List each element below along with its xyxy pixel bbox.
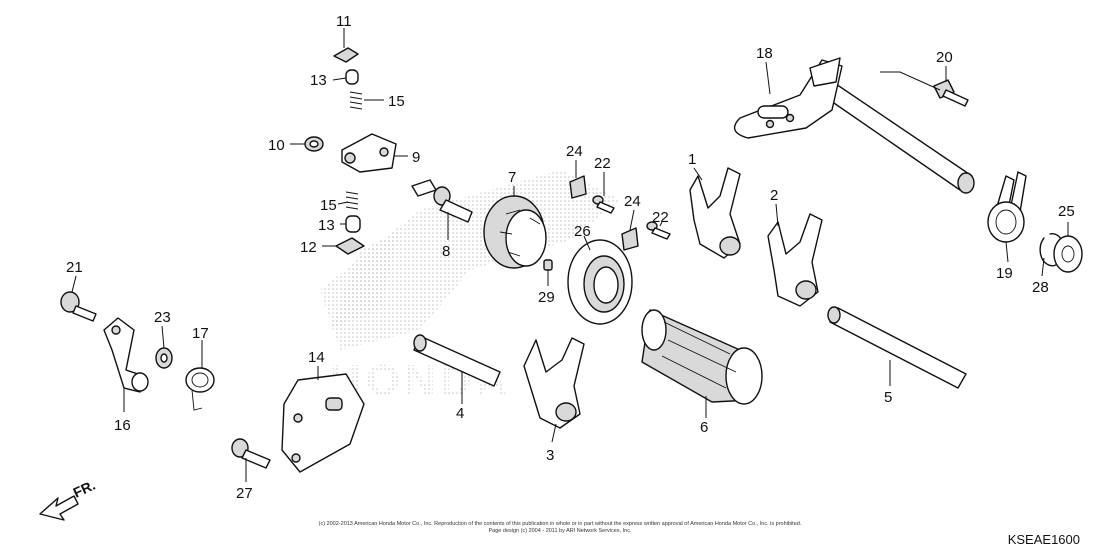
part-3-shift-fork[interactable] — [523, 337, 585, 429]
part-6-shift-drum[interactable] — [641, 309, 763, 405]
callout-29[interactable]: 29 — [538, 289, 555, 306]
callout-17[interactable]: 17 — [192, 325, 209, 342]
copyright-line-1: (c) 2002-2013 American Honda Motor Co., … — [318, 521, 802, 527]
callout-19[interactable]: 19 — [996, 265, 1013, 282]
front-label: FR. — [71, 477, 98, 501]
callout-23[interactable]: 23 — [154, 309, 171, 326]
part-8-pin-bolt[interactable] — [411, 179, 473, 223]
part-19-return-spring[interactable] — [987, 171, 1027, 243]
part-17-spring[interactable] — [185, 367, 215, 411]
callout-1[interactable]: 1 — [688, 151, 696, 168]
part-24-upper-washer[interactable] — [569, 175, 587, 199]
callout-22-upper[interactable]: 22 — [594, 155, 611, 172]
callout-5[interactable]: 5 — [884, 389, 892, 406]
part-2-shift-fork[interactable] — [767, 213, 823, 307]
part-22-lower-bolt[interactable] — [646, 221, 671, 240]
part-24-lower-washer[interactable] — [621, 227, 639, 251]
front-direction-arrow: FR. — [39, 477, 98, 521]
copyright-line-2: Page design (c) 2004 - 2011 by ARI Netwo… — [488, 527, 632, 534]
part-1-shift-fork[interactable] — [689, 167, 741, 259]
callout-22-lower[interactable]: 22 — [652, 209, 669, 226]
part-23-washer[interactable] — [155, 347, 173, 369]
part-22-upper-bolt[interactable] — [592, 195, 615, 214]
callout-27[interactable]: 27 — [236, 485, 253, 502]
callout-16[interactable]: 16 — [114, 417, 131, 434]
part-15-lower-spring[interactable] — [345, 191, 359, 210]
callout-10[interactable]: 10 — [268, 137, 285, 154]
callout-26[interactable]: 26 — [574, 223, 591, 240]
callout-6[interactable]: 6 — [700, 419, 708, 436]
part-21-bolt[interactable] — [60, 291, 97, 322]
front-arrow-icon — [39, 495, 79, 521]
callout-21[interactable]: 21 — [66, 259, 83, 276]
callout-24-upper[interactable]: 24 — [566, 143, 583, 160]
part-11-stopper[interactable] — [333, 47, 359, 63]
part-5-fork-shaft[interactable] — [827, 306, 967, 389]
callout-20[interactable]: 20 — [936, 49, 953, 66]
callout-14[interactable]: 14 — [308, 349, 325, 366]
part-20-bolt[interactable] — [933, 79, 969, 107]
part-25-washer[interactable] — [1053, 235, 1083, 273]
callout-13-upper[interactable]: 13 — [310, 72, 327, 89]
part-7-drum-center[interactable] — [483, 195, 547, 269]
part-4-fork-shaft[interactable] — [413, 334, 501, 387]
copyright-notice: (c) 2002-2013 American Honda Motor Co., … — [300, 521, 820, 534]
callout-28[interactable]: 28 — [1032, 279, 1049, 296]
callout-4[interactable]: 4 — [456, 405, 464, 422]
part-29-dowel-pin[interactable] — [543, 259, 553, 271]
callout-24-lower[interactable]: 24 — [624, 193, 641, 210]
callout-9[interactable]: 9 — [412, 149, 420, 166]
diagram-code: KSEAE1600 — [1007, 532, 1080, 547]
callout-15-lower[interactable]: 15 — [320, 197, 337, 214]
part-15-upper-spring[interactable] — [349, 91, 363, 110]
part-13-lower-collar[interactable] — [345, 215, 361, 233]
callout-8[interactable]: 8 — [442, 243, 450, 260]
part-18-gearshift-spindle[interactable] — [733, 57, 975, 194]
callout-11[interactable]: 11 — [336, 13, 352, 30]
part-16-arm[interactable] — [103, 317, 149, 393]
part-27-bolt[interactable] — [231, 438, 271, 469]
part-10-nut[interactable] — [304, 136, 324, 152]
callout-7[interactable]: 7 — [508, 169, 516, 186]
part-9-stopper-arm[interactable] — [341, 133, 397, 173]
callout-3[interactable]: 3 — [546, 447, 554, 464]
callout-12[interactable]: 12 — [300, 239, 317, 256]
callout-18[interactable]: 18 — [756, 45, 773, 62]
callout-25[interactable]: 25 — [1058, 203, 1075, 220]
part-26-bearing[interactable] — [567, 239, 633, 325]
callout-13-lower[interactable]: 13 — [318, 217, 335, 234]
leader-lines — [71, 28, 1069, 482]
part-12-stopper[interactable] — [335, 237, 365, 255]
callout-numbers: 11 13 15 10 9 15 13 12 8 7 24 22 24 22 2… — [66, 13, 1075, 502]
callout-15-upper[interactable]: 15 — [388, 93, 405, 110]
part-13-upper-collar[interactable] — [345, 69, 359, 85]
part-14-stopper-plate[interactable] — [281, 373, 365, 473]
callout-2[interactable]: 2 — [770, 187, 778, 204]
